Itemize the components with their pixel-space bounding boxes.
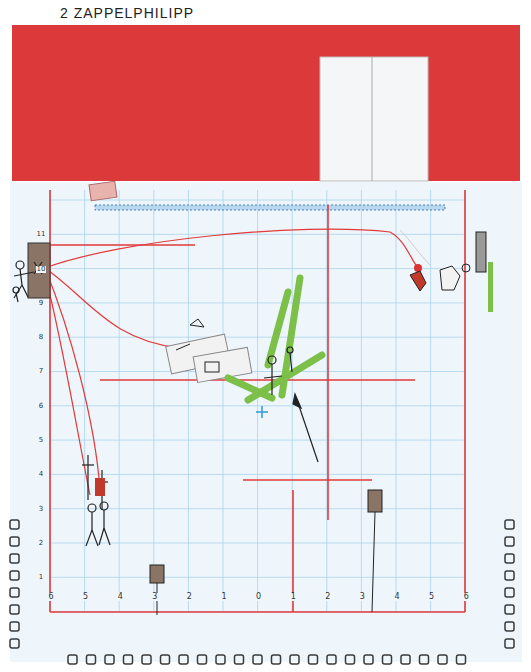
row-number: 6 [38, 403, 44, 410]
row-number: 5 [38, 437, 44, 444]
centre-pieces [166, 319, 252, 382]
row-number: 8 [38, 334, 44, 341]
door-split [372, 57, 373, 181]
axis-number: 6 [47, 593, 54, 601]
axis-number: 0 [255, 593, 262, 601]
axis-number: 1 [290, 593, 297, 601]
axis-number: 2 [324, 593, 331, 601]
axis-number: 2 [186, 593, 193, 601]
back-wall [12, 25, 520, 181]
row-number: 9 [38, 300, 44, 307]
floor-grid [50, 190, 465, 612]
axis-number: 4 [393, 593, 400, 601]
red-marks [50, 190, 465, 612]
left-block [28, 243, 50, 298]
row-number: 10 [36, 266, 47, 273]
row-number: 11 [36, 231, 47, 238]
stage-floor [10, 182, 522, 662]
row-number: 4 [38, 471, 44, 478]
audience-seats [10, 520, 514, 664]
axis-number: 5 [82, 593, 89, 601]
axis-number: 4 [117, 593, 124, 601]
centre-figure [264, 347, 318, 462]
plan-title: 2 ZAPPELPHILIPP [60, 6, 194, 20]
green-poles [228, 278, 322, 400]
axis-number: 3 [151, 593, 158, 601]
door [320, 57, 428, 181]
hatched-bar [95, 205, 445, 210]
centre-mark [256, 406, 268, 418]
lower-left-figures [82, 455, 110, 546]
row-number: 3 [38, 506, 44, 513]
row-number: 1 [38, 574, 44, 581]
axis-number: 6 [463, 593, 470, 601]
movement-paths [45, 229, 418, 495]
stands [150, 490, 382, 615]
pink-block [89, 181, 117, 200]
right-figures [400, 230, 493, 312]
row-number: 7 [38, 368, 44, 375]
red-mark [95, 478, 105, 496]
axis-number: 5 [428, 593, 435, 601]
axis-number: 1 [220, 593, 227, 601]
row-number: 2 [38, 540, 44, 547]
axis-number: 3 [359, 593, 366, 601]
